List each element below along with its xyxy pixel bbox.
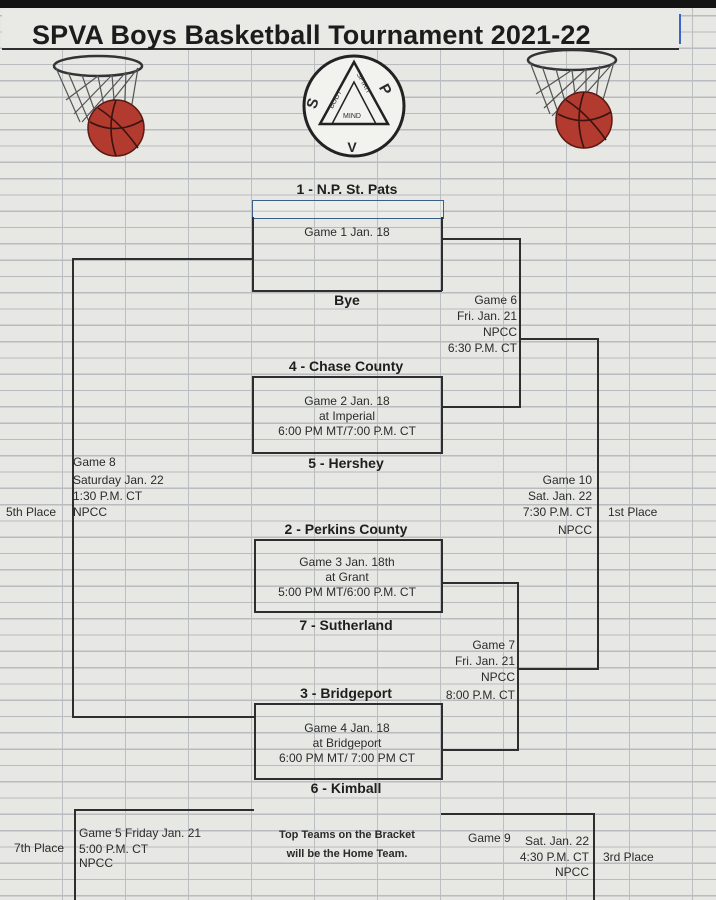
bracket-line [593,813,595,900]
team-seed-2: 2 - Perkins County [284,521,408,537]
bracket-line [74,809,254,811]
bracket-line [252,217,254,291]
fifth-place-label: 5th Place [6,505,57,519]
bracket-line [72,258,74,718]
game-5-line-1: Game 5 Friday Jan. 21 [79,826,202,840]
game-7-line-3: NPCC [480,670,515,684]
game-2-line-2: at Imperial [318,409,376,423]
bracket-line [74,809,76,900]
game-6-line-1: Game 6 [474,293,517,307]
screen-top-edge [0,0,716,8]
game-9-line-3: NPCC [554,865,589,879]
game-3-line-1: Game 3 Jan. 18th [299,555,395,569]
bracket-line [597,338,599,670]
bracket-line [72,716,254,718]
team-seed-3: 3 - Bridgeport [300,685,392,701]
basketball-hoop-right-icon [526,48,618,149]
selection-marker [679,14,681,44]
home-team-note-line-1: Top Teams on the Bracket [279,829,415,841]
bracket-line [72,258,252,260]
bracket-line [441,813,595,815]
game-8-line-2: Saturday Jan. 22 [73,473,164,487]
game-10-line-4: NPCC [557,523,592,537]
game-8-line-3: 1:30 P.M. CT [73,489,143,503]
bracket-line [441,376,443,454]
basketball-hoop-left-icon [52,54,145,157]
title-row: SPVA Boys Basketball Tournament 2021-22 [2,8,679,50]
game-4-line-1: Game 4 Jan. 18 [304,721,390,735]
game-4-line-2: at Bridgeport [312,736,382,750]
game-4-line-3: 6:00 PM MT/ 7:00 PM CT [278,751,416,765]
game-1-line-1: Game 1 Jan. 18 [304,225,390,239]
game-2-line-1: Game 2 Jan. 18 [304,394,390,408]
game-8-line-4: NPCC [73,505,108,519]
game-8-line-1: Game 8 [73,455,116,469]
bracket-line [519,668,599,670]
team-bye: Bye [334,292,360,308]
bracket-line [443,238,521,240]
bracket-line [443,582,519,584]
bracket-line [519,238,521,408]
game-6-line-2: Fri. Jan. 21 [456,309,517,323]
bracket-line [521,338,599,340]
game-6-line-4: 6:30 P.M. CT [447,341,517,355]
bracket-line [252,376,442,378]
game-7-line-2: Fri. Jan. 21 [454,654,515,668]
bracket-line [254,611,442,613]
team-seed-7: 7 - Sutherland [299,617,393,633]
bracket-line [252,452,442,454]
game-10-line-1: Game 10 [542,473,592,487]
bracket-line [441,217,443,291]
team-seed-1: 1 - N.P. St. Pats [296,181,398,197]
seventh-place-label: 7th Place [14,841,65,855]
bracket-line [517,582,519,751]
spva-logo [302,54,406,158]
game-3-line-3: 5:00 PM MT/6:00 P.M. CT [278,585,416,599]
game-10-line-3: 7:30 P.M. CT [522,505,592,519]
game-7-line-4: 8:00 P.M. CT [445,688,515,702]
game-9-line-2: 4:30 P.M. CT [519,850,589,864]
game-9-line-1: Sat. Jan. 22 [524,834,589,848]
logo-word-mind: MIND [343,113,361,120]
bracket-line [254,703,442,705]
game-3-line-2: at Grant [325,570,369,584]
game-10-line-2: Sat. Jan. 22 [527,489,592,503]
game-9-label: Game 9 [468,831,511,845]
game-5-line-3: NPCC [79,856,114,870]
selected-cell[interactable] [252,200,444,219]
bracket-line [252,376,254,454]
bracket-line [254,539,442,541]
game-7-line-1: Game 7 [472,638,515,652]
first-place-label: 1st Place [608,505,658,519]
bracket-line [254,539,256,613]
team-seed-6: 6 - Kimball [310,780,382,796]
team-seed-5: 5 - Hershey [308,455,384,471]
bracket-line [252,290,442,292]
logo-letter-v: V [347,139,357,155]
third-place-label: 3rd Place [603,850,654,864]
game-5-line-2: 5:00 P.M. CT [79,842,149,856]
bracket-title: SPVA Boys Basketball Tournament 2021-22 [32,20,591,50]
team-seed-4: 4 - Chase County [288,358,404,374]
bracket-line [254,778,442,780]
bracket-line [254,703,256,780]
bracket-line [441,703,443,780]
game-2-line-3: 6:00 PM MT/7:00 P.M. CT [278,424,416,438]
bracket-line [443,406,521,408]
bracket-line [443,749,519,751]
game-6-line-3: NPCC [482,325,517,339]
bracket-line [441,539,443,613]
home-team-note-line-2: will be the Home Team. [286,848,408,860]
